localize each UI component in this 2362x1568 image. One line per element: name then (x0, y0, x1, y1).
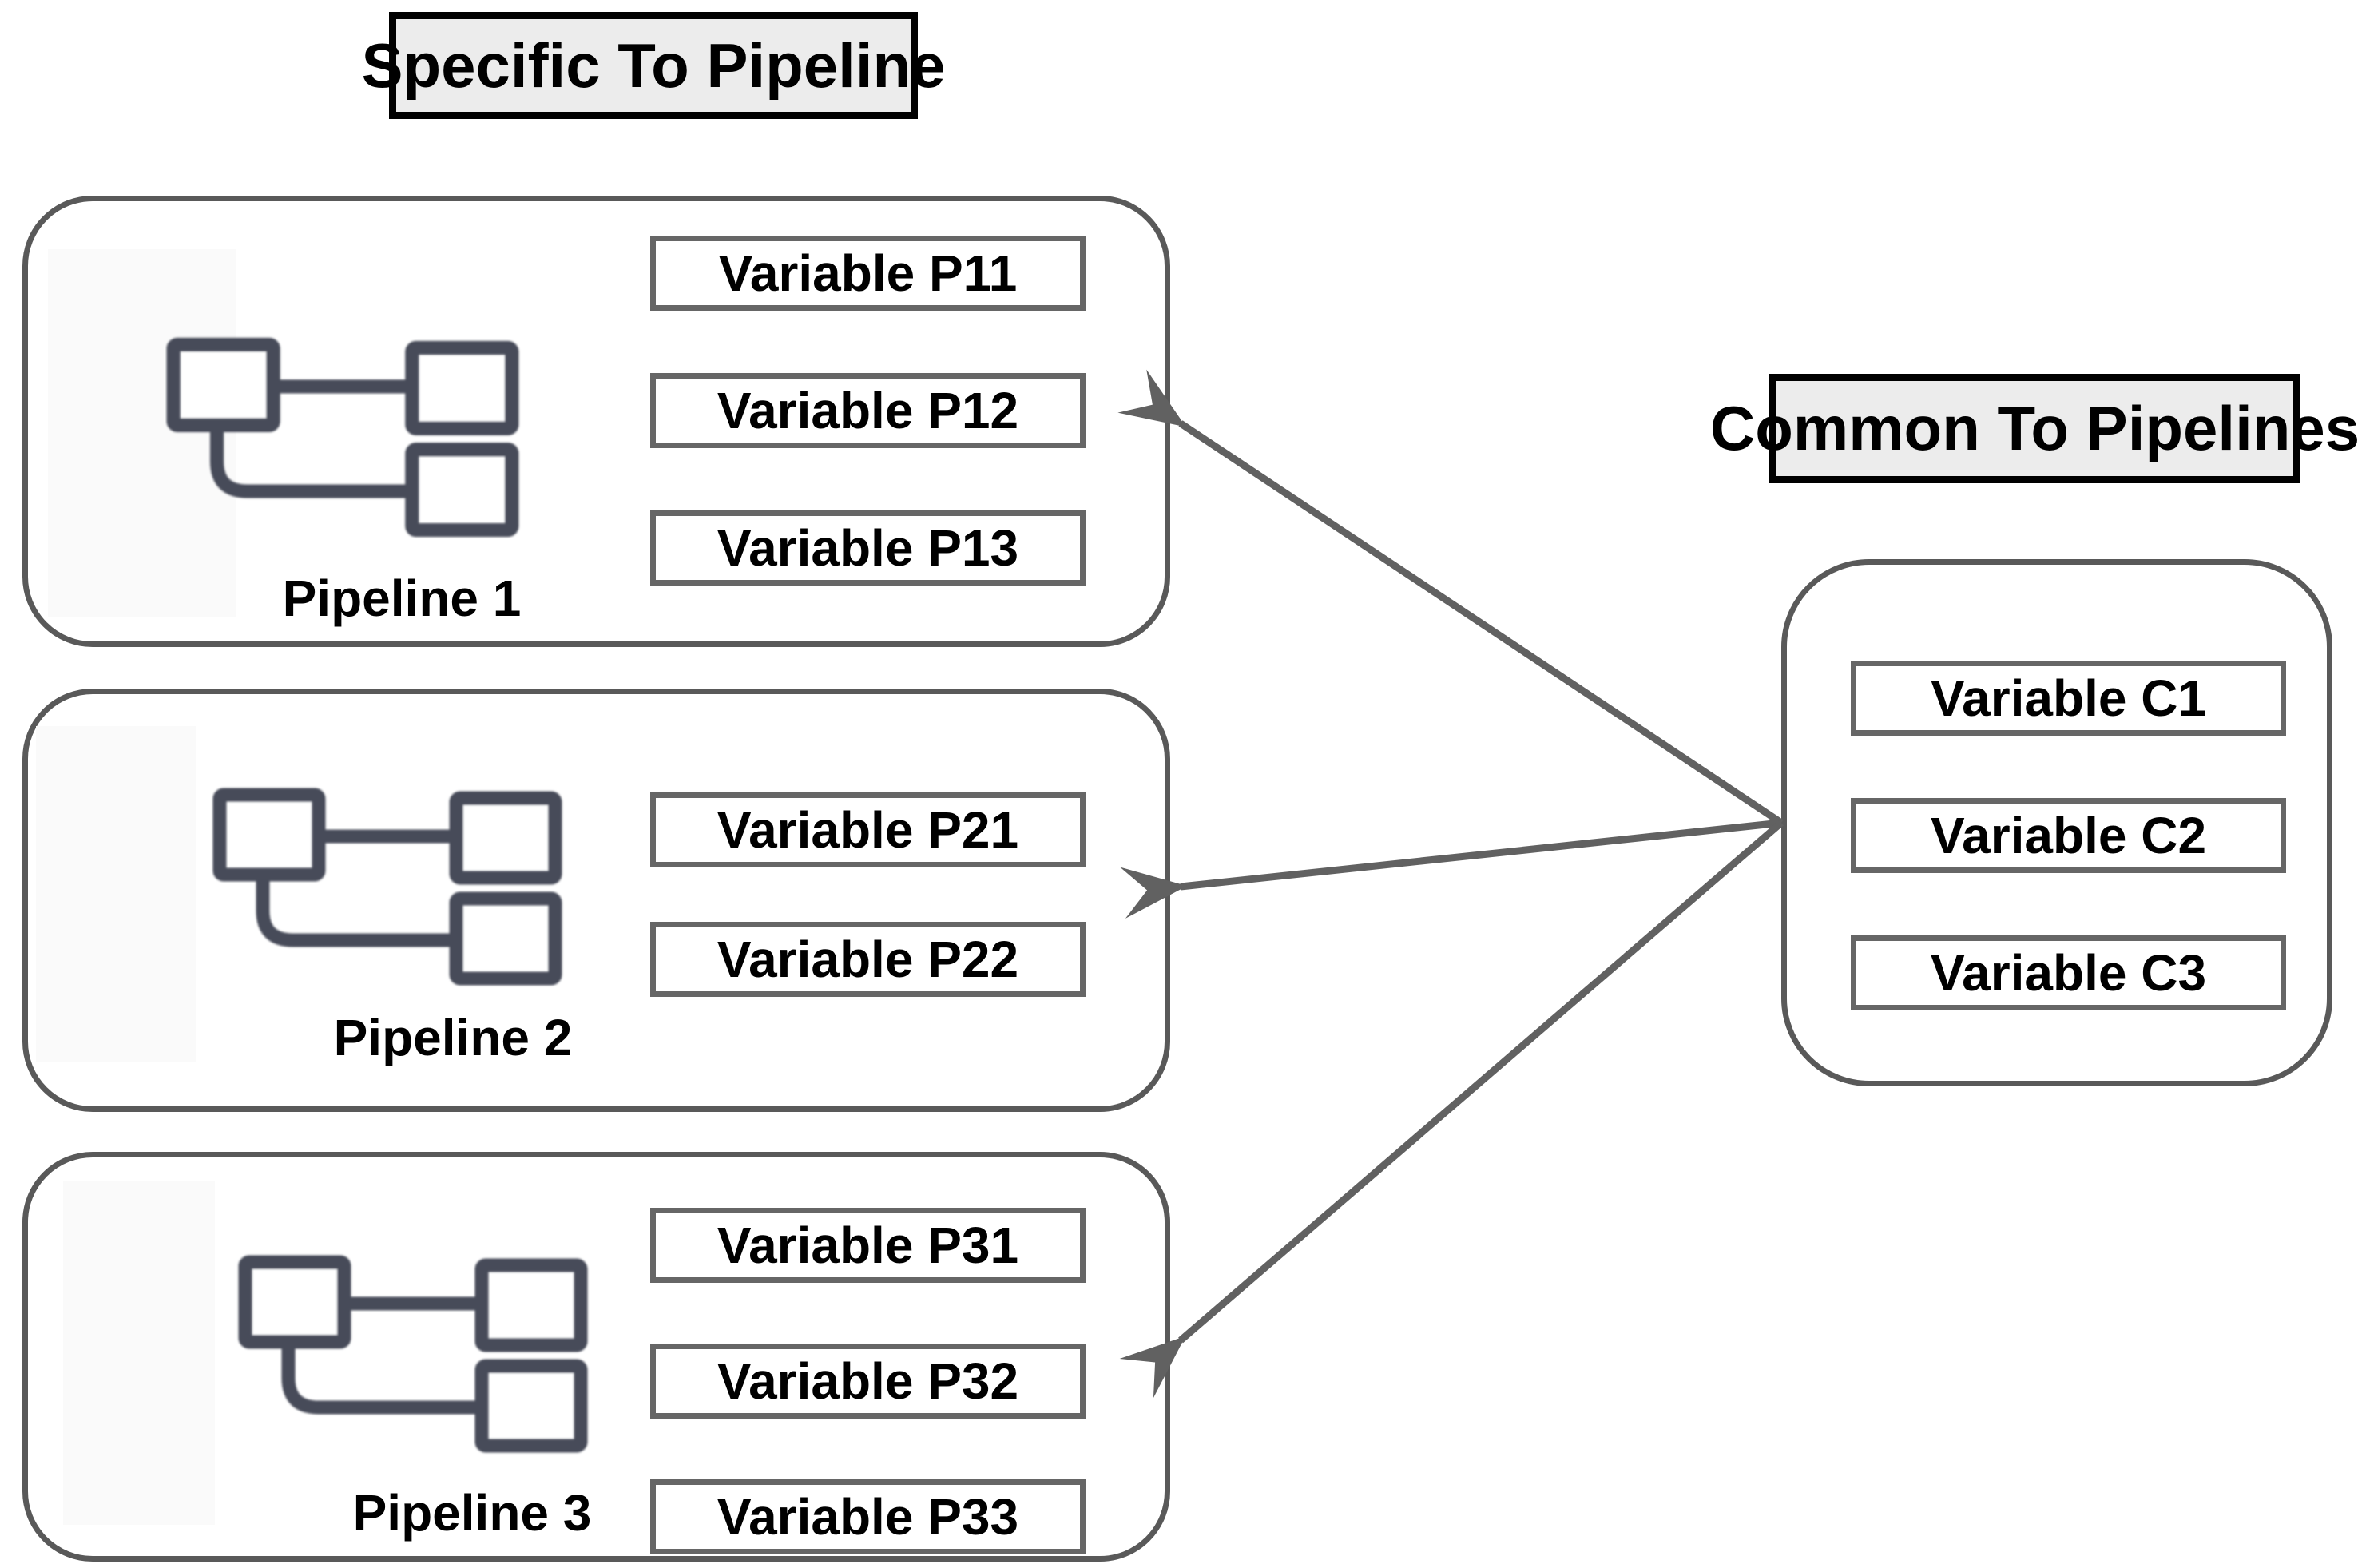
variable-box-p21: Variable P21 (650, 792, 1086, 867)
common-to-pipelines-title: Common To Pipelines (1710, 374, 2360, 483)
variable-box-p11: Variable P11 (650, 236, 1086, 311)
pipeline-1-label: Pipeline 1 (282, 570, 522, 627)
pipeline-flowchart-icon (236, 1254, 590, 1454)
common-variables-container: Variable C1 Variable C2 Variable C3 (1781, 559, 2332, 1086)
variable-box-p12: Variable P12 (650, 373, 1086, 448)
icon-background-band (63, 1181, 215, 1525)
pipeline-3-label: Pipeline 3 (352, 1484, 592, 1542)
variable-box-c2: Variable C2 (1851, 798, 2286, 873)
variable-box-p31: Variable P31 (650, 1208, 1086, 1283)
arrow-common-to-pipeline-2 (1120, 819, 1782, 919)
pipeline-2-container: Variable P21 Variable P22 Pipeline 2 (22, 689, 1170, 1112)
variable-box-c1: Variable C1 (1851, 661, 2286, 736)
variable-box-p32: Variable P32 (650, 1344, 1086, 1419)
pipeline-2-label: Pipeline 2 (333, 1009, 573, 1066)
pipeline-flowchart-icon (210, 787, 565, 986)
variable-box-p22: Variable P22 (650, 922, 1086, 997)
arrow-common-to-pipeline-1 (1117, 369, 1784, 826)
variable-box-p13: Variable P13 (650, 510, 1086, 586)
pipeline-1-container: Variable P11 Variable P12 Variable P13 P… (22, 196, 1170, 647)
pipeline-3-container: Variable P31 Variable P32 Variable P33 P… (22, 1152, 1170, 1562)
arrow-common-to-pipeline-3 (1119, 820, 1784, 1399)
icon-background-band (36, 726, 196, 1062)
variable-box-p33: Variable P33 (650, 1479, 1086, 1554)
pipeline-flowchart-icon (165, 335, 520, 539)
icon-background-band (48, 249, 236, 617)
specific-to-pipeline-title: Specific To Pipeline (361, 12, 946, 119)
variable-box-c3: Variable C3 (1851, 935, 2286, 1010)
